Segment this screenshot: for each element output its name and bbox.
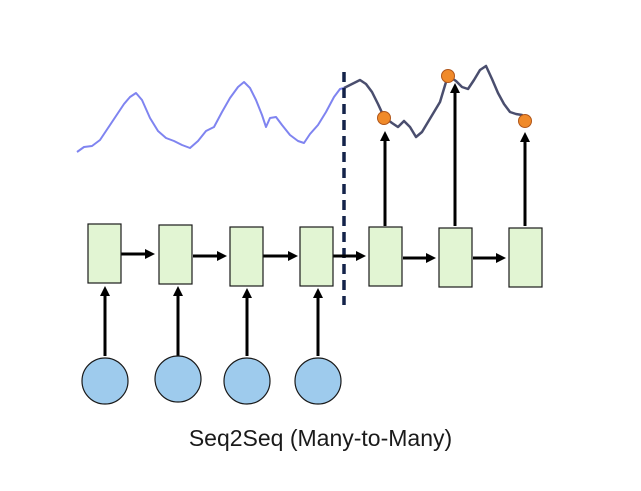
input-node-2 xyxy=(154,355,202,403)
forecast-signal-line xyxy=(343,64,527,139)
input-node-4 xyxy=(294,357,342,405)
input-node-1 xyxy=(81,357,129,405)
decoder-cell-3 xyxy=(508,227,543,288)
encoder-cell-3 xyxy=(229,226,264,287)
output-point-2 xyxy=(441,69,455,83)
input-node-3 xyxy=(223,357,271,405)
encoder-cell-4 xyxy=(299,226,334,287)
encoder-cell-2 xyxy=(158,224,193,285)
decoder-cell-1 xyxy=(368,226,403,287)
output-point-3 xyxy=(518,114,532,128)
output-point-1 xyxy=(377,111,391,125)
encoder-cell-1 xyxy=(87,223,122,284)
decoder-cell-2 xyxy=(438,227,473,288)
diagram-caption: Seq2Seq (Many-to-Many) xyxy=(188,425,453,451)
history-signal-line xyxy=(76,81,345,153)
